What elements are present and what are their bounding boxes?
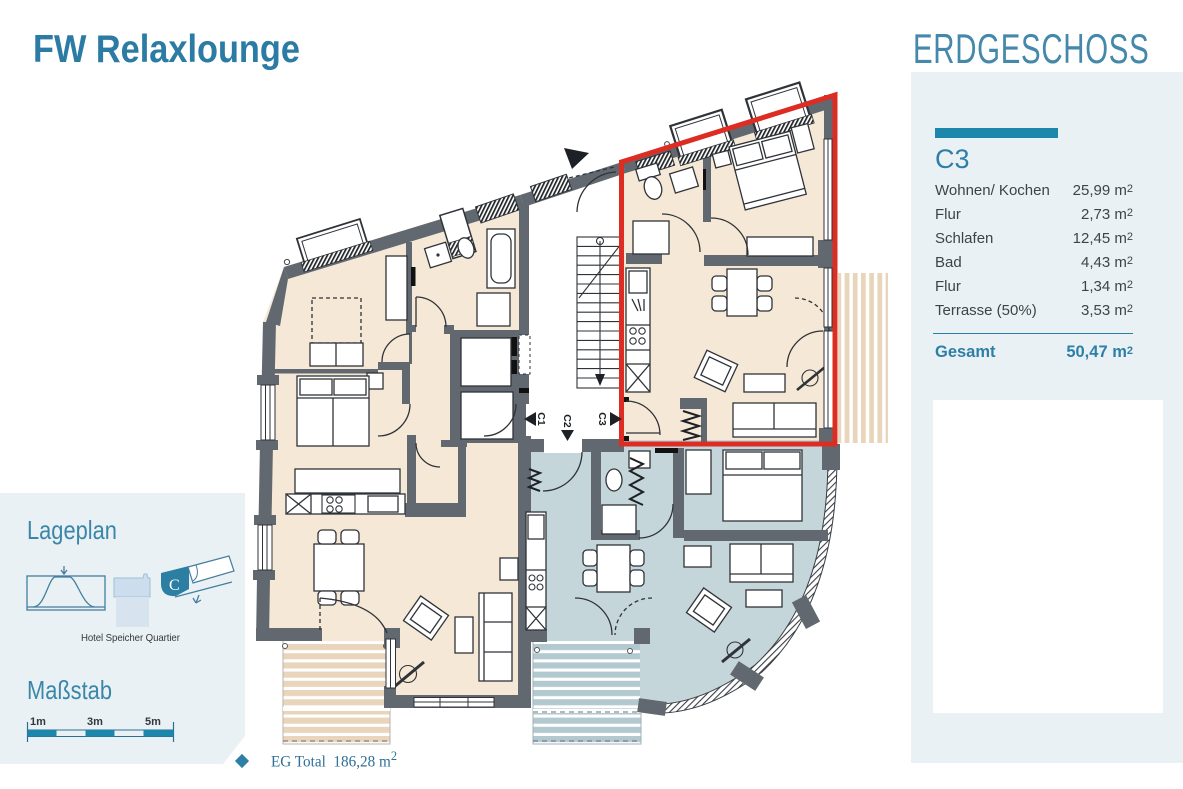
svg-text:C1: C1 [535,412,547,426]
svg-text:1m: 1m [30,716,46,728]
svg-text:5m: 5m [145,716,161,728]
svg-text:3m: 3m [87,716,103,728]
svg-text:C: C [169,577,180,594]
svg-text:C2: C2 [561,414,573,428]
svg-text:C3: C3 [596,412,608,426]
